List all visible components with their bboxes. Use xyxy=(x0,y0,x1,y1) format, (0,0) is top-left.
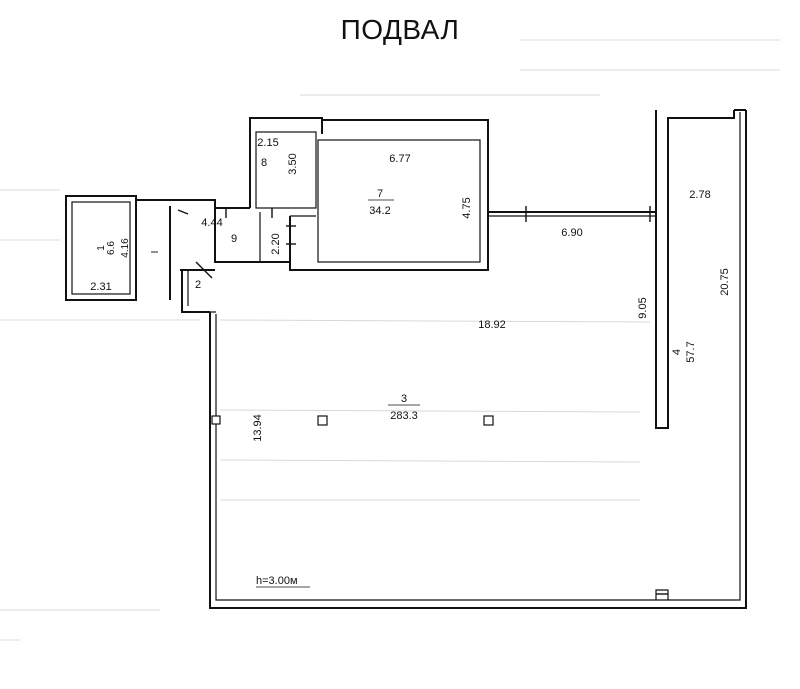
room-4-dim-width: 2.78 xyxy=(689,189,710,201)
room-4-dim-total: 20.75 xyxy=(719,268,731,296)
room-7-dim-width: 6.77 xyxy=(389,153,410,165)
room-7-dim-height: 4.75 xyxy=(461,197,473,218)
page-title: ПОДВАЛ xyxy=(340,14,460,45)
room-8 xyxy=(249,117,323,209)
room-4-dim-height: 9.05 xyxy=(637,297,649,318)
room-1-dim-height: 4.16 xyxy=(120,238,131,258)
wall-pilaster xyxy=(211,415,221,425)
room-9-dim-height: 2.20 xyxy=(270,233,282,254)
room-8-dim-height: 3.50 xyxy=(287,153,299,174)
corridor-6-90 xyxy=(488,206,656,222)
column xyxy=(483,415,494,426)
room-4-number: 4 xyxy=(671,349,683,355)
labels: 1 6.6 4.16 2.31 I 4.44 9 2.20 2 2.15 8 3… xyxy=(90,137,731,588)
room-1-number: 1 xyxy=(96,245,107,251)
room-9-dim-width: 4.44 xyxy=(201,217,222,229)
room-7-area: 34.2 xyxy=(369,205,390,217)
room-2 xyxy=(181,261,213,313)
room-3-number: 3 xyxy=(401,393,407,405)
room-3-area: 283.3 xyxy=(390,410,418,422)
column xyxy=(317,415,328,426)
room-3-dim-width: 18.92 xyxy=(478,319,506,331)
room-1-dim-width: 2.31 xyxy=(90,281,111,293)
room-1-area: 6.6 xyxy=(106,241,117,255)
corridor-length: 6.90 xyxy=(561,227,582,239)
room-7-number: 7 xyxy=(377,188,383,200)
room-8-dim-width: 2.15 xyxy=(257,137,278,149)
room-2-number: 2 xyxy=(195,279,201,291)
room-9 xyxy=(214,208,296,263)
room-8-number: 8 xyxy=(261,157,267,169)
background-texture xyxy=(0,39,780,641)
roman-numeral-marker: I xyxy=(150,251,161,254)
room-3-dim-height: 13.94 xyxy=(252,414,264,442)
room-9-number: 9 xyxy=(231,233,237,245)
corridor-left xyxy=(136,199,250,300)
room-7 xyxy=(289,119,489,271)
room-4-area: 57.7 xyxy=(685,341,697,362)
room-3 xyxy=(209,110,747,609)
ceiling-height: h=3.00м xyxy=(256,575,298,587)
room-4 xyxy=(655,109,746,429)
